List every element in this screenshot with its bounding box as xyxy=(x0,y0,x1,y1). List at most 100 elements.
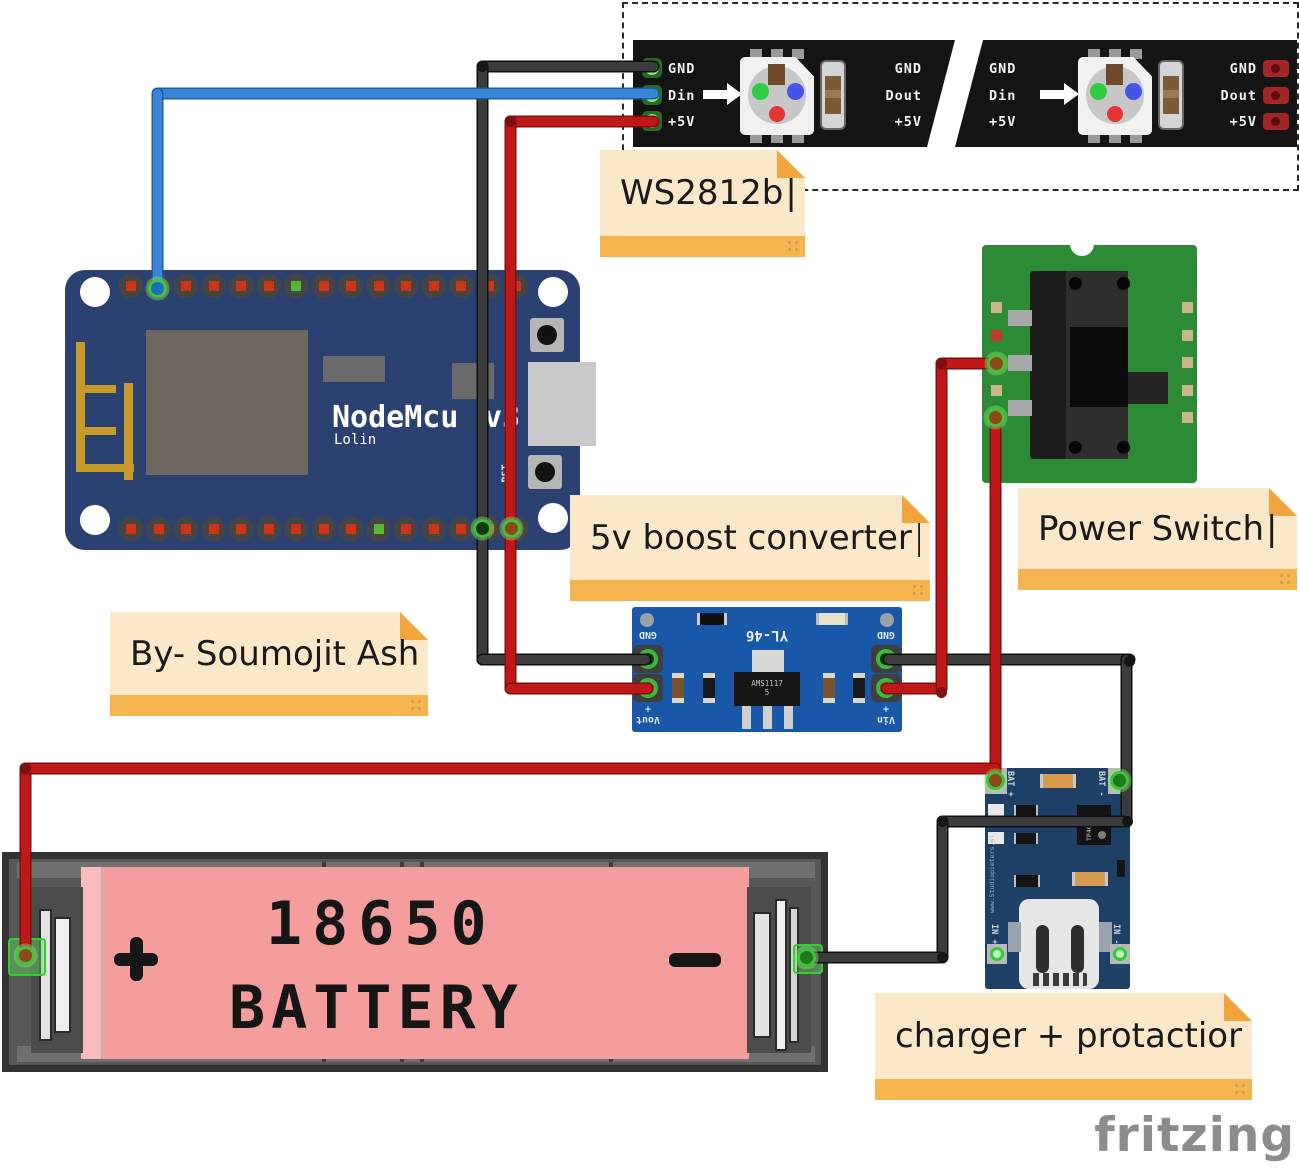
solder-pad[interactable] xyxy=(1182,412,1193,423)
note-power-switch[interactable]: Power Switch| xyxy=(1018,488,1297,590)
wire-bat-minus-vertical[interactable] xyxy=(1122,655,1131,826)
strip-end-dout-pad[interactable] xyxy=(1263,87,1289,104)
pin-s0-bottom[interactable]: S0 xyxy=(311,517,336,541)
wire-din-vertical[interactable] xyxy=(153,89,162,292)
pin-vu-bottom[interactable]: VU xyxy=(174,517,198,541)
resize-grip-icon[interactable] xyxy=(786,239,800,253)
switch-knob[interactable] xyxy=(1070,327,1128,407)
strip2-din-label: Din xyxy=(989,88,1017,104)
battery-holder[interactable]: 18650 BATTERY xyxy=(2,852,828,1072)
wire-gnd-vertical[interactable] xyxy=(478,62,487,664)
flash-button[interactable] xyxy=(530,318,564,352)
pin-3v3-bottom[interactable]: 3V3 xyxy=(394,517,418,541)
connection-bat-plus[interactable] xyxy=(986,771,1005,790)
note-author[interactable]: By- Soumojit Ash| xyxy=(110,612,428,716)
wire-gnd-to-boost[interactable] xyxy=(478,655,650,664)
connection-bat-minus[interactable] xyxy=(1110,771,1129,790)
note-bar[interactable] xyxy=(570,580,930,601)
note-bar[interactable] xyxy=(600,236,805,257)
resize-grip-icon[interactable] xyxy=(911,583,925,597)
pin-d8-top[interactable]: D8 xyxy=(394,274,418,298)
pin-gnd-bottom[interactable]: GND xyxy=(366,517,391,541)
connection-nodemcu-gnd[interactable] xyxy=(473,519,492,538)
pin-d3-top[interactable]: D3 xyxy=(201,274,226,298)
pin-s3-bottom[interactable]: S3 xyxy=(201,517,226,541)
wire-din-horizontal[interactable] xyxy=(153,89,658,98)
connection-battery-minus[interactable] xyxy=(797,948,816,967)
pin-d4-top[interactable]: D4 xyxy=(229,274,253,298)
resize-grip-icon[interactable] xyxy=(409,698,423,712)
connection-switch-bottom[interactable] xyxy=(986,408,1005,427)
pin-label: RST xyxy=(452,500,470,511)
pin-gnd-bottom[interactable]: GND xyxy=(146,517,171,541)
pin-gnd-top[interactable]: GND xyxy=(284,274,308,298)
connection-switch-mid[interactable] xyxy=(987,354,1006,373)
resize-grip-icon[interactable] xyxy=(1278,572,1292,586)
pin-d2-top[interactable]: D2 xyxy=(174,274,198,298)
power-switch-board[interactable] xyxy=(982,234,1197,483)
note-boost-converter[interactable]: 5v boost converter| xyxy=(570,495,930,601)
wire-switch-to-boost[interactable] xyxy=(937,359,946,693)
wire-5v-strip[interactable] xyxy=(506,117,658,126)
pin-s2-bottom[interactable]: S2 xyxy=(229,517,253,541)
connection-nodemcu-vin[interactable] xyxy=(502,519,521,538)
solder-pad[interactable] xyxy=(1182,385,1193,396)
note-text[interactable]: WS2812b| xyxy=(620,173,795,213)
solder-pad[interactable] xyxy=(1182,302,1193,313)
pin-d6-top[interactable]: D6 xyxy=(339,274,363,298)
ws2812b-strip-segment-2[interactable]: GND Din +5V GND Dout +5V xyxy=(955,40,1297,147)
connection-d1[interactable] xyxy=(148,279,167,298)
solder-pad[interactable] xyxy=(1182,357,1193,368)
pin-rst-bottom[interactable]: RST xyxy=(449,517,473,541)
connection-battery-plus[interactable] xyxy=(16,946,35,965)
pin-tx-top[interactable]: TX xyxy=(449,274,473,298)
strip-end-5v-pad[interactable] xyxy=(1263,113,1289,130)
pin-rx-top[interactable]: RX xyxy=(421,274,446,298)
pin-a0-bottom[interactable]: A0 xyxy=(119,517,143,541)
wire-battery-pos-horizontal[interactable] xyxy=(21,764,1000,773)
solder-pad[interactable] xyxy=(1182,330,1193,341)
wire-boost-gnd-to-bat-minus[interactable] xyxy=(884,655,1134,664)
wire-boost-vin-stub[interactable] xyxy=(882,684,946,693)
in-minus-pad[interactable] xyxy=(1110,944,1130,964)
note-bar[interactable] xyxy=(110,695,428,716)
pin-d5-top[interactable]: D5 xyxy=(311,274,336,298)
wire-gnd-strip[interactable] xyxy=(478,62,658,71)
in-plus-pad[interactable] xyxy=(987,944,1007,964)
pin-sc-bottom[interactable]: SC xyxy=(284,517,308,541)
pin-d0-top[interactable]: D0 xyxy=(119,274,143,298)
wire-battery-pos-vertical[interactable] xyxy=(21,764,30,962)
resize-grip-icon[interactable] xyxy=(1233,1082,1247,1096)
charger-protection-board[interactable]: BAT + BAT - TP4056 www.Studiopieters.nl … xyxy=(985,768,1130,989)
pin-d7-top[interactable]: D7 xyxy=(366,274,391,298)
blue-led-die xyxy=(1125,83,1142,100)
wire-vout-to-vin[interactable] xyxy=(506,684,652,693)
wire-5v-vertical[interactable] xyxy=(506,117,515,693)
note-text[interactable]: By- Soumojit Ash| xyxy=(130,633,418,674)
rst-button[interactable] xyxy=(528,455,562,489)
pin-sk-bottom[interactable]: SK xyxy=(339,517,363,541)
solder-pad[interactable] xyxy=(991,330,1002,341)
nodemcu-board[interactable]: NodeMcu v3 Lolin FLASH RST D0D1D2D3D43V3… xyxy=(65,270,596,550)
ws2812b-strip-segment-1[interactable]: GND Din +5V GND Dout +5V xyxy=(633,40,955,147)
note-ws2812b[interactable]: WS2812b| xyxy=(600,150,805,257)
pin-3v3-top[interactable]: 3V3 xyxy=(256,274,281,298)
note-text[interactable]: charger + protaction| xyxy=(895,1016,1242,1056)
note-text[interactable]: Power Switch| xyxy=(1038,508,1278,549)
switch-handle[interactable] xyxy=(1128,372,1168,404)
wire-bat-minus-horizontal[interactable] xyxy=(938,817,1128,826)
strip-end-gnd-pad[interactable] xyxy=(1263,60,1289,77)
solder-pad[interactable] xyxy=(991,302,1002,313)
wire-switch-to-bat-plus[interactable] xyxy=(991,413,1000,784)
wire-battery-neg[interactable] xyxy=(802,953,944,962)
note-bar[interactable] xyxy=(1018,569,1297,590)
solder-pad[interactable] xyxy=(991,385,1002,396)
pin-s1-bottom[interactable]: S1 xyxy=(256,517,281,541)
note-text[interactable]: 5v boost converter| xyxy=(590,517,920,558)
pin-en-bottom[interactable]: EN xyxy=(421,517,446,541)
wire-switch-stub[interactable] xyxy=(937,359,1001,368)
note-charger[interactable]: charger + protaction| xyxy=(875,993,1252,1100)
note-bar[interactable] xyxy=(875,1079,1252,1100)
wire-battery-neg-vertical[interactable] xyxy=(938,817,947,962)
